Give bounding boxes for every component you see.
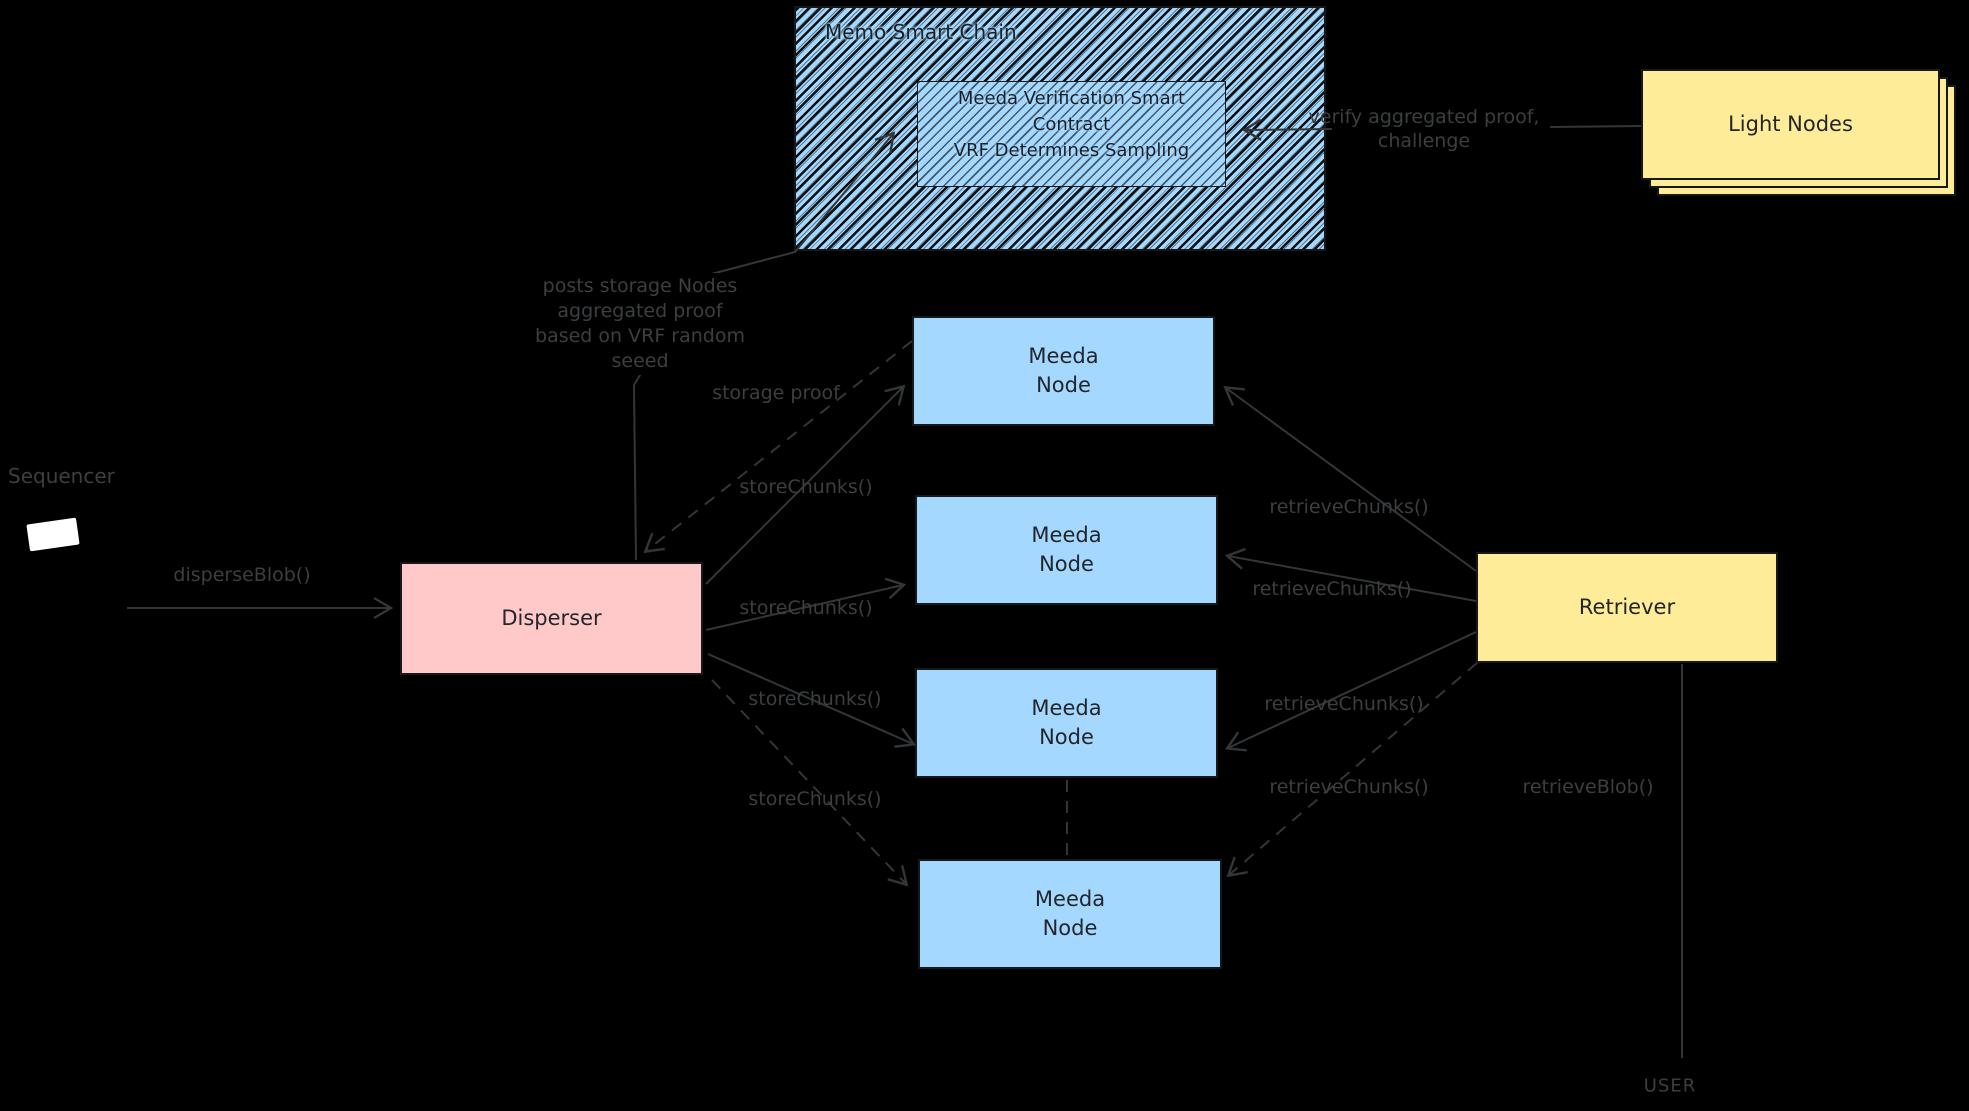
edge-label-retrieve-chunks-2: retrieveChunks() [1252, 578, 1412, 600]
edge-label-retrieve-chunks-3: retrieveChunks() [1264, 693, 1424, 715]
arrow-retrieve-chunks-1 [1223, 386, 1477, 572]
edge-label-retrieve-chunks-4: retrieveChunks() [1269, 776, 1429, 798]
meeda-node-box-4: Meeda Node [918, 859, 1222, 969]
meeda-node-box-1: Meeda Node [912, 316, 1215, 426]
edge-label-store-chunks-4: storeChunks() [748, 788, 882, 810]
edge-label-retrieve-chunks-1: retrieveChunks() [1269, 496, 1429, 518]
meeda-node-box-3: Meeda Node [915, 668, 1218, 778]
edge-label-posts-proof: posts storage Nodes aggregated proof bas… [518, 273, 762, 375]
arrow-store-chunks-4-dashed [711, 679, 909, 887]
meeda-node-box-2: Meeda Node [915, 495, 1218, 605]
edge-label-store-chunks-2: storeChunks() [739, 597, 873, 619]
line-verify-from-light-nodes [1549, 125, 1642, 128]
edge-label-storage-proof: storage proof [712, 382, 840, 404]
arrow-retrieve-chunks-3 [1224, 631, 1477, 752]
retriever-box: Retriever [1476, 552, 1778, 663]
edge-label-disperse-blob: disperseBlob() [173, 564, 311, 586]
meeda-node-label: Meeda Node [1028, 344, 1099, 397]
meeda-node-label: Meeda Node [1031, 523, 1102, 576]
user-label: USER [1643, 1075, 1697, 1097]
memo-smart-chain-title: Memo Smart Chain [825, 20, 1017, 44]
edge-label-retrieve-blob: retrieveBlob() [1522, 776, 1654, 798]
verification-contract-box [917, 81, 1226, 187]
edge-label-verify: verify aggregated proof, challenge [1308, 106, 1540, 152]
disperser-label: Disperser [501, 606, 602, 631]
meeda-node-label: Meeda Node [1034, 887, 1106, 940]
sequencer-figure-mark [26, 517, 80, 552]
disperser-box: Disperser [400, 562, 703, 675]
edge-label-store-chunks-1: storeChunks() [739, 476, 873, 498]
retriever-label: Retriever [1578, 595, 1676, 620]
verification-contract-label: Meeda Verification Smart Contract VRF De… [953, 88, 1190, 161]
edge-label-store-chunks-3: storeChunks() [748, 688, 882, 710]
meeda-node-label: Meeda Node [1031, 696, 1102, 749]
light-nodes-label: Light Nodes [1728, 112, 1853, 137]
light-nodes-card: Light Nodes [1641, 69, 1940, 180]
sequencer-label: Sequencer [8, 464, 115, 488]
